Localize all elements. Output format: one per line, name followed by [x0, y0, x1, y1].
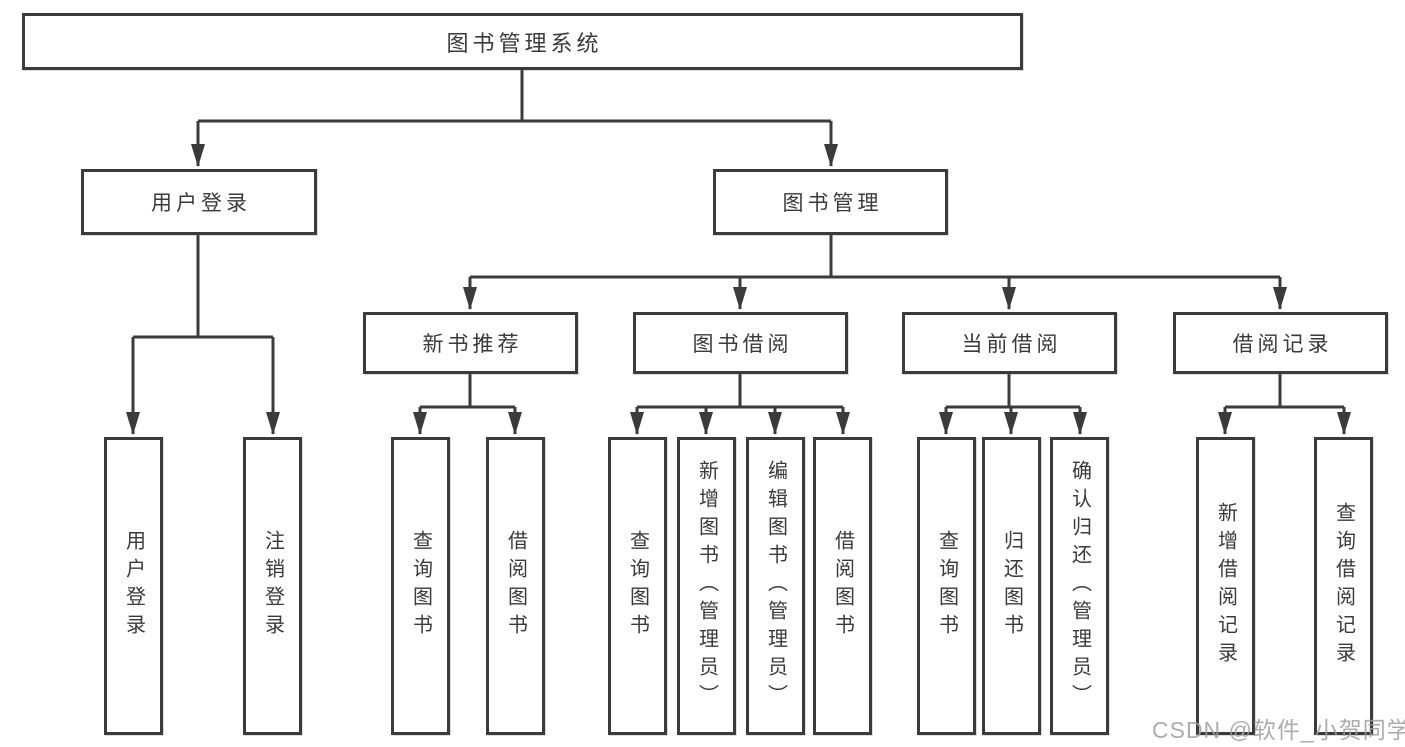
- connector-borrow-records-spine: [1225, 374, 1344, 409]
- node-current-borrow: 当前借阅: [902, 312, 1117, 374]
- leaf-borrow-book-2: 借阅图书: [813, 437, 872, 735]
- leaf-return-book: 归还图书: [982, 437, 1041, 735]
- node-book-mgmt: 图书管理: [713, 169, 948, 235]
- node-new-book-recommend: 新书推荐: [363, 312, 578, 374]
- csdn-watermark: CSDN @软件_小贺同学: [1152, 717, 1405, 743]
- leaf-user-login: 用户登录: [104, 437, 163, 735]
- connector-user-login-spine: [133, 235, 273, 339]
- leaf-edit-book-admin: 编辑图书（管理员）: [746, 437, 805, 735]
- leaf-query-borrow-record: 查询借阅记录: [1314, 437, 1373, 735]
- connector-book-mgmt-spine: [470, 235, 1280, 279]
- connector-book-borrow-spine: [637, 374, 843, 409]
- leaf-query-book-1: 查询图书: [391, 437, 450, 735]
- node-book-borrow: 图书借阅: [633, 312, 848, 374]
- connector-root-spine: [198, 69, 831, 123]
- leaf-borrow-book-1: 借阅图书: [486, 437, 545, 735]
- node-root: 图书管理系统: [22, 13, 1023, 70]
- leaf-confirm-return-admin: 确认归还（管理员）: [1050, 437, 1109, 735]
- connector-new-book-rec-spine: [420, 374, 515, 409]
- leaf-query-book-3: 查询图书: [917, 437, 976, 735]
- leaf-add-book-admin: 新增图书（管理员）: [677, 437, 736, 735]
- leaf-add-borrow-record: 新增借阅记录: [1196, 437, 1255, 735]
- node-borrow-records: 借阅记录: [1173, 312, 1388, 374]
- connector-current-borrow-spine: [946, 374, 1080, 409]
- leaf-query-book-2: 查询图书: [608, 437, 667, 735]
- node-user-login: 用户登录: [81, 169, 317, 235]
- leaf-logout: 注销登录: [243, 437, 302, 735]
